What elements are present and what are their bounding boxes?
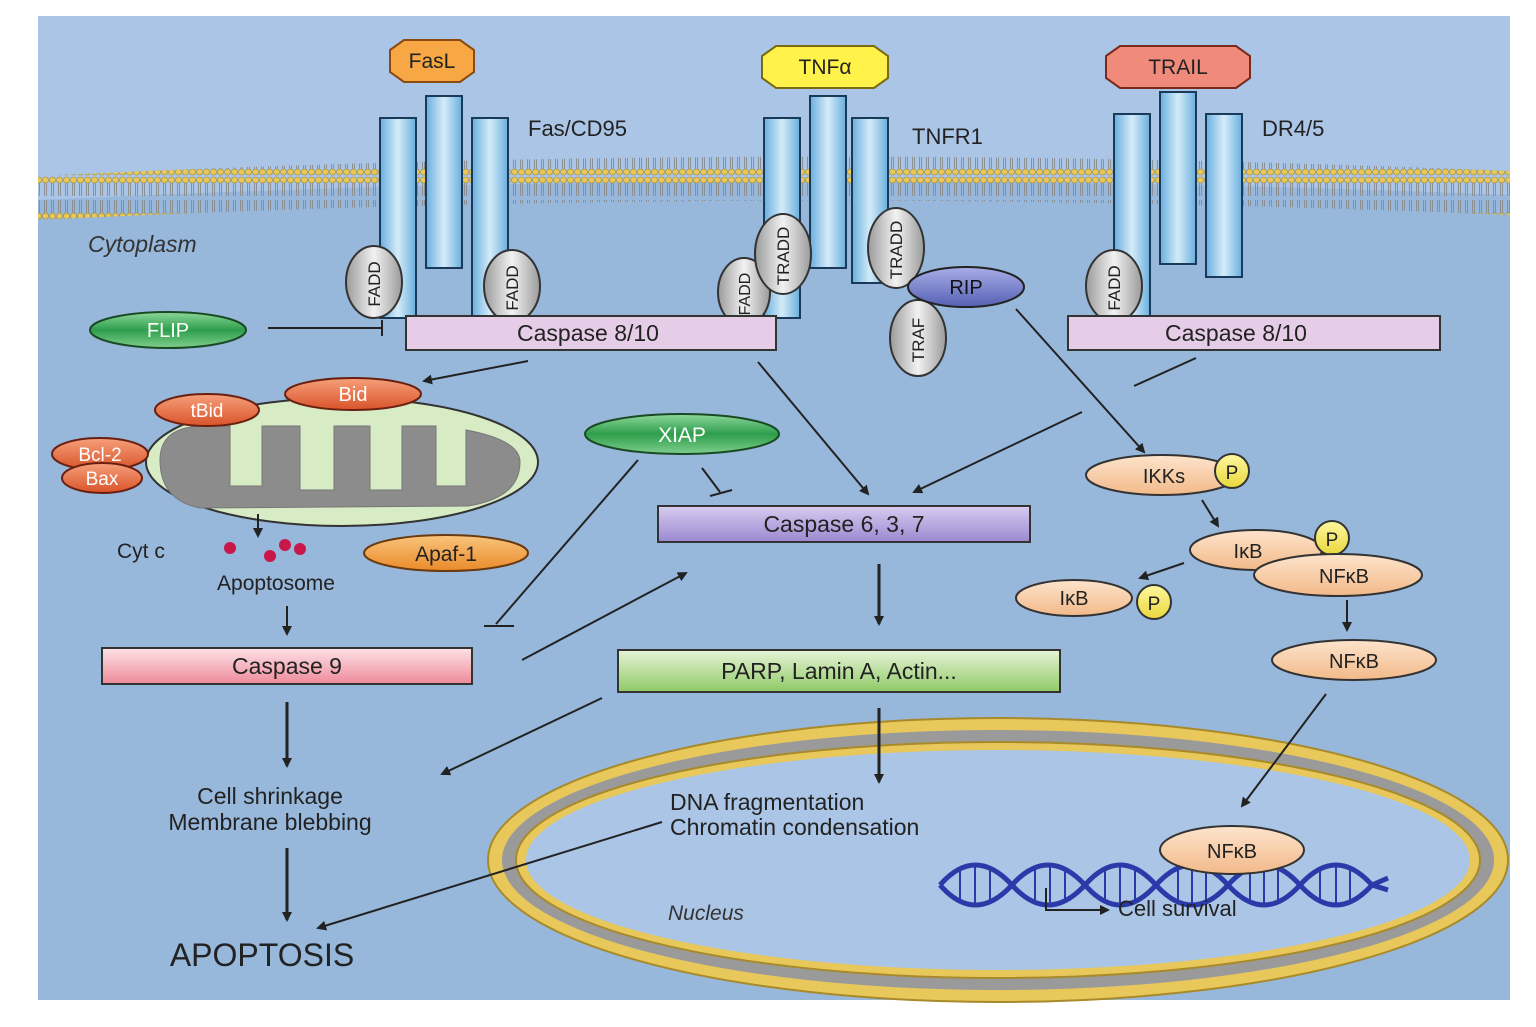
tnf-ligand [761,45,889,89]
nucleus-label: Nucleus [668,902,744,925]
rip-to-ikks-arrow [1015,308,1146,454]
nfkb-complex-label: NFκB [1319,566,1369,588]
caspase-637-label: Caspase 6, 3, 7 [763,511,924,537]
traf-adaptor: TRAF [889,299,947,377]
substrates-to-shrinkage-arrow [440,697,603,776]
trail-ligand-label: TRAIL [1148,56,1208,79]
ikb-free-phospho [1136,584,1172,620]
ikb-bound-label: IκB [1234,541,1263,563]
complex-to-ikb-arrow [1138,562,1185,581]
ikks-phospho [1214,453,1250,489]
fadd-label: FADD [737,273,754,316]
ikb-free-node [1015,579,1133,617]
xiap-to-casp9-inhibition [495,459,639,625]
traf-label: TRAF [909,318,928,362]
membrane-blebbing-label: Membrane blebbing [168,809,371,835]
substrates-box [617,649,1061,693]
ikks-label: IKKs [1143,466,1185,488]
bax-node [61,462,143,494]
apoptosome-label: Apoptosome [217,572,335,595]
xiap-node [584,413,780,455]
casp8-to-bid-arrow [422,360,529,385]
cytc-label: Cyt c [117,540,165,563]
caspase-637-box [657,505,1031,543]
cytoplasm-label: Cytoplasm [88,231,197,257]
caspase-8-10-box-right [1067,315,1441,351]
fadd-adaptor: FADD [717,257,771,327]
bid-label: Bid [339,384,368,406]
cell-shrinkage-label: Cell shrinkage [197,783,343,809]
fasl-ligand [389,39,475,83]
dna-to-apoptosis-arrow [316,821,663,931]
phospho-label: P [1326,530,1339,551]
fadd-label: FADD [503,265,522,310]
caspase-8-10-label: Caspase 8/10 [517,320,659,346]
dna-fragmentation-label: DNA fragmentation [670,789,864,815]
casp8-to-casp637-arrow [757,361,870,496]
fadd-adaptor: FADD [483,249,541,323]
dr-casp8-to-casp637-arrow [912,411,1083,494]
trail-ligand [1105,45,1251,89]
caspase-9-label: Caspase 9 [232,653,342,679]
tnfr1-receptor-label: TNFR1 [912,124,983,149]
tbid-label: tBid [191,401,224,422]
nfkb-nuclear-label: NFκB [1207,841,1257,863]
substrates-label: PARP, Lamin A, Actin... [721,658,957,684]
dr45-receptor-label: DR4/5 [1262,116,1324,141]
ikb-free-label: IκB [1060,588,1089,610]
tnf-ligand-label: TNFα [799,56,852,79]
caspase-9-box [101,647,473,685]
bcl2-label: Bcl-2 [78,445,121,466]
nfkb-nuclear-node [1159,825,1305,875]
xiap-to-casp637-inhibition-bar [709,489,733,497]
cell-survival-label: Cell survival [1118,896,1237,921]
fas-receptor [379,95,509,319]
fadd-label: FADD [1105,265,1124,310]
bid-node [284,377,422,411]
fadd-label: FADD [365,261,384,306]
fas-receptor-label: Fas/CD95 [528,116,627,141]
xiap-to-casp637-inhibition [701,467,721,493]
ikks-to-ikb-arrow [1201,499,1220,528]
flip-label: FLIP [147,320,189,342]
xiap-label: XIAP [658,424,706,447]
cytc-dots [224,539,306,562]
tradd-adaptor: TRADD [867,207,925,289]
chromatin-condensation-label: Chromatin condensation [670,814,919,840]
nfkb-to-nucleus-arrow [1240,693,1327,808]
fadd-adaptor: FADD [1085,249,1143,323]
caspase-8-10-box-left [405,315,777,351]
bax-label: Bax [86,469,119,490]
fasl-ligand-label: FasL [409,50,456,73]
nfkb-free-label: NFκB [1329,651,1379,673]
flip-node [89,311,247,349]
tradd-adaptor: TRADD [754,213,812,295]
dr-casp8-connector [1133,357,1197,387]
cell-survival-arrow [1045,888,1110,915]
dna-helix-icon [938,862,1390,908]
apoptosis-label: APOPTOSIS [170,937,354,973]
tradd-label: TRADD [774,227,793,286]
rip-node [907,266,1025,308]
dr45-receptor [1113,91,1243,323]
casp9-to-casp637-arrow [521,572,688,661]
nfkb-free-node [1271,639,1437,681]
caspase-8-10-label: Caspase 8/10 [1165,320,1307,346]
apaf1-node [363,534,529,572]
mitochondrion [145,397,539,527]
phospho-label: P [1226,463,1239,484]
tradd-label: TRADD [887,221,906,280]
phospho-label: P [1148,594,1161,615]
rip-label: RIP [949,277,982,299]
nucleus [487,717,1509,1003]
fadd-adaptor: FADD [345,245,403,319]
nfkb-complex-node [1253,553,1423,597]
tbid-node [154,393,260,427]
apaf1-label: Apaf-1 [415,543,477,566]
